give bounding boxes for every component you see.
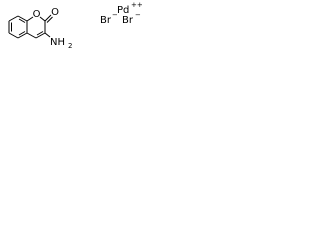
bond (39, 16, 46, 22)
chemical-structure-figure: O O NH 2 Br − Pd ++ Br − (0, 0, 151, 60)
bond (26, 16, 34, 22)
bromide-left-charge: − (112, 11, 118, 19)
bromide-right-charge: − (135, 11, 141, 19)
bromide-left-label: Br (100, 15, 112, 26)
bond (26, 32, 37, 39)
pyranone-ring (26, 14, 53, 39)
benzene-ring (8, 15, 28, 39)
bond (8, 32, 19, 39)
amino-group-label: NH (50, 37, 65, 48)
amino-bond (44, 32, 51, 38)
bond (35, 32, 46, 39)
bond (8, 15, 19, 22)
carbonyl-bond-second (46, 16, 53, 23)
palladium-charge: ++ (131, 1, 143, 9)
bond (17, 15, 28, 22)
double-bond-inner (18, 18, 26, 23)
double-bond-inner (36, 31, 44, 36)
ring-oxygen-label: O (33, 9, 41, 20)
palladium-label: Pd (117, 5, 129, 16)
carbonyl-oxygen-label: O (51, 7, 59, 18)
bond (17, 32, 28, 39)
double-bond-inner (18, 31, 26, 36)
structure-canvas: O O NH 2 Br − Pd ++ Br − (8, 1, 143, 50)
bromide-right-label: Br (122, 15, 134, 26)
carbonyl-bond (44, 14, 52, 22)
amino-subscript: 2 (68, 42, 72, 50)
